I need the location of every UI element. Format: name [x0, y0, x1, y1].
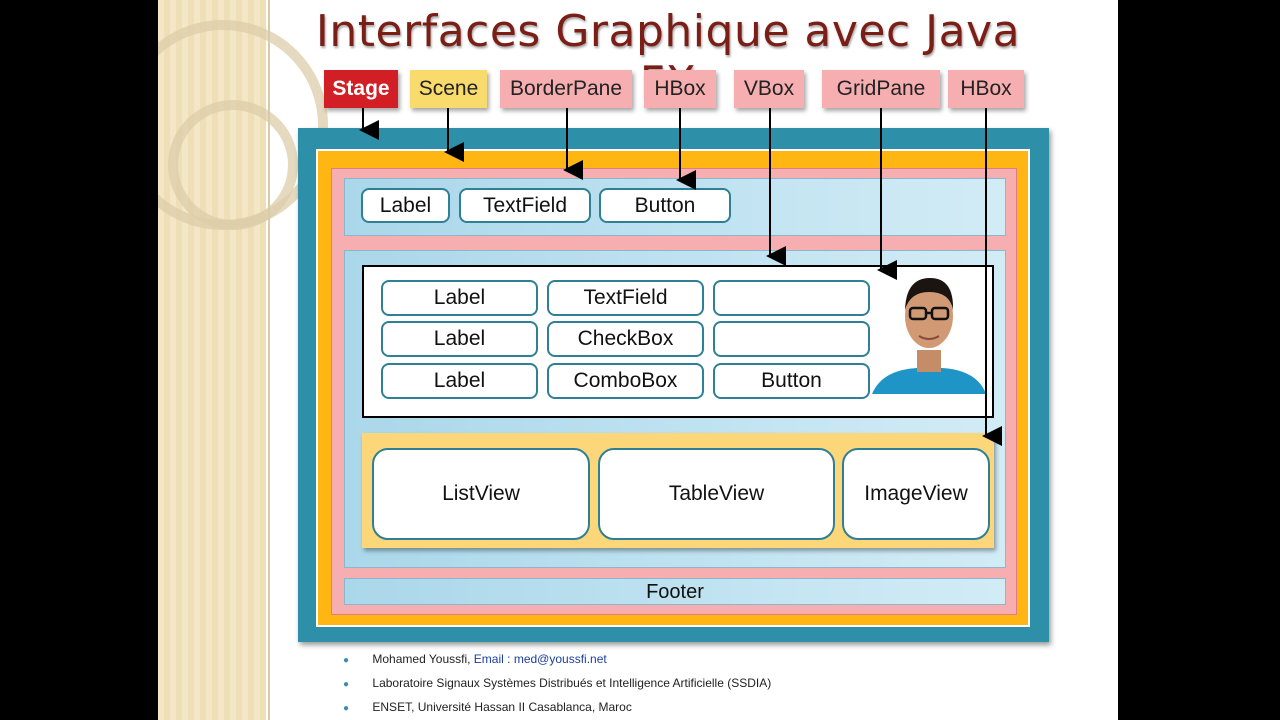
- ring-decoration: [168, 100, 298, 230]
- top-label-box: Label: [361, 188, 450, 223]
- bullet-icon: ●: [343, 655, 350, 666]
- author-name: Mohamed Youssfi,: [372, 652, 471, 666]
- bullet-icon: ●: [343, 679, 350, 690]
- credit-line-2: ● Laboratoire Signaux Systèmes Distribué…: [343, 676, 771, 690]
- school-name: ENSET, Université Hassan II Casablanca, …: [372, 700, 632, 714]
- tag-hbox-top: HBox: [644, 70, 716, 108]
- bullet-icon: ●: [343, 703, 350, 714]
- tag-stage: Stage: [324, 70, 398, 108]
- arrows-layer: [359, 108, 1002, 446]
- tag-vbox: VBox: [734, 70, 804, 108]
- lab-name: Laboratoire Signaux Systèmes Distribués …: [372, 676, 772, 690]
- decorative-side-band: [158, 0, 328, 720]
- imageview-box: ImageView: [842, 448, 990, 540]
- credit-line-3: ● ENSET, Université Hassan II Casablanca…: [343, 700, 632, 714]
- tag-borderpane: BorderPane: [500, 70, 632, 108]
- slide: Interfaces Graphique avec Java FX Stage …: [158, 0, 1118, 720]
- listview-box: ListView: [372, 448, 590, 540]
- grid-cell: Button: [713, 363, 870, 399]
- grid-cell: ComboBox: [547, 363, 704, 399]
- email-link[interactable]: med@youssfi.net: [513, 652, 607, 666]
- grid-cell: TextField: [547, 280, 704, 316]
- divider-line: [268, 0, 270, 720]
- tag-hbox-bottom: HBox: [948, 70, 1024, 108]
- tag-gridpane: GridPane: [822, 70, 940, 108]
- grid-cell: Label: [381, 280, 538, 316]
- grid-cell: [713, 321, 870, 357]
- email-label: Email :: [473, 652, 511, 666]
- credit-line-1: ● Mohamed Youssfi, Email : med@youssfi.n…: [343, 652, 607, 666]
- footer-region: Footer: [344, 578, 1006, 605]
- grid-cell: Label: [381, 363, 538, 399]
- top-textfield-box: TextField: [459, 188, 591, 223]
- grid-cell: [713, 280, 870, 316]
- top-button-box: Button: [599, 188, 731, 223]
- tableview-box: TableView: [598, 448, 835, 540]
- person-photo: [872, 270, 986, 394]
- grid-cell: Label: [381, 321, 538, 357]
- tag-scene: Scene: [410, 70, 487, 108]
- grid-cell: CheckBox: [547, 321, 704, 357]
